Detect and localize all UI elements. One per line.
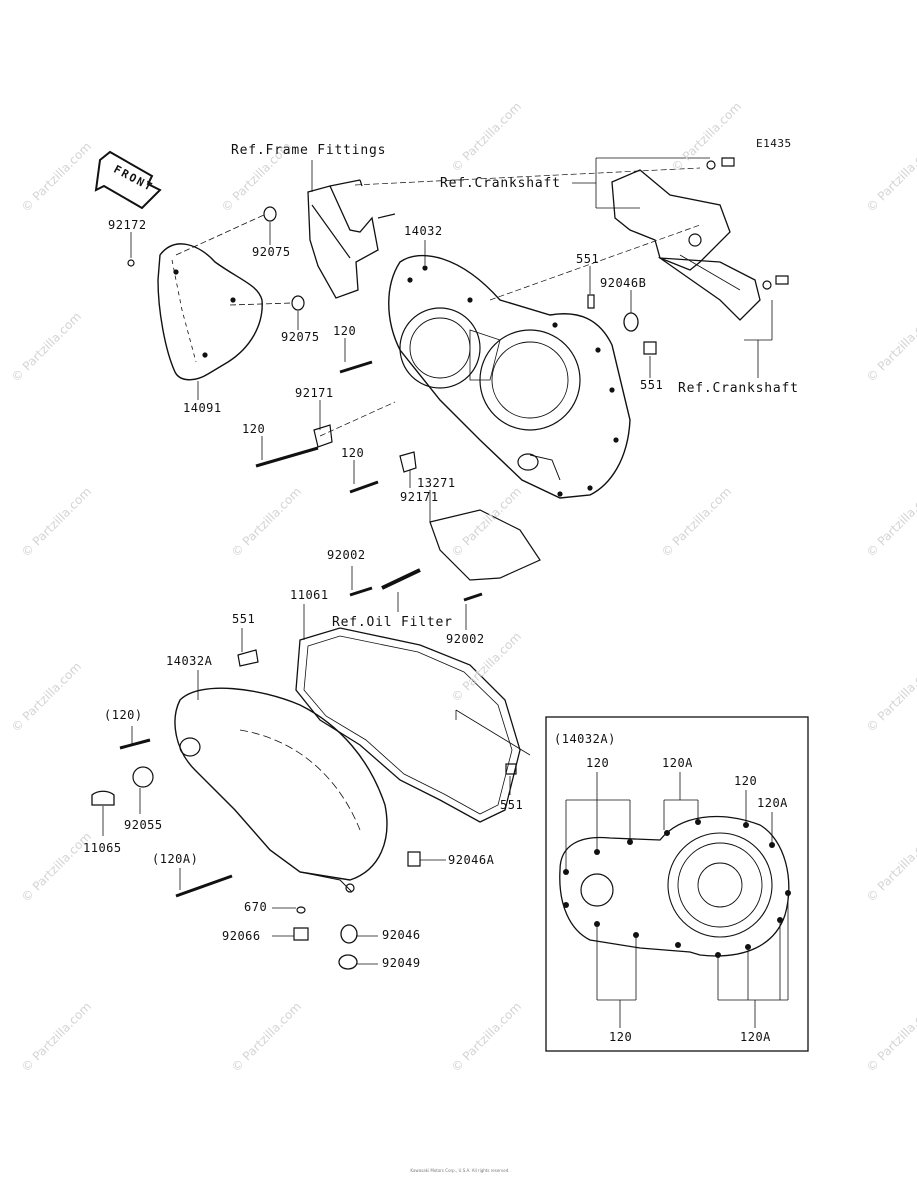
part-label: 551 [640,378,664,392]
part-label: 92171 [400,490,439,504]
diagram-code: E1435 [756,137,792,150]
part-label: 92046A [448,853,495,867]
inset-title: (14032A) [554,732,616,746]
inset-detail [545,716,809,1052]
cover-14032A [174,687,388,893]
part-label: 92171 [295,386,334,400]
ref-frame-fittings: Ref.Frame Fittings [231,143,387,158]
part-label: (120) [104,708,143,722]
leader-lines [102,157,773,965]
ref-crankshaft-right: Ref.Crankshaft [678,381,799,396]
part-label: 92002 [327,548,366,562]
part-label: 14091 [183,401,222,415]
part-label: 120 [341,446,365,460]
gasket-11061 [295,627,521,823]
bolts-120 [255,360,417,494]
part-label: 92075 [252,245,291,259]
part-label: 92049 [382,956,421,970]
part-label: 92046 [382,928,421,942]
inset-label: 120A [757,796,788,810]
part-label: 11061 [290,588,329,602]
part-label: 92002 [446,632,485,646]
housing-14032 [388,254,631,499]
part-label: 551 [232,612,256,626]
inset-label: 120A [740,1030,771,1044]
part-label: 92066 [222,929,261,943]
inset-label: 120 [609,1030,633,1044]
cover-14091 [127,243,263,381]
front-arrow-icon [94,150,162,210]
part-label: 120 [333,324,357,338]
part-label: 11065 [83,841,122,855]
part-label: 92046B [600,276,647,290]
copyright-footer: Kawasaki Motors Corp., U.S.A. All rights… [410,1168,510,1173]
ref-crankshaft-top: Ref.Crankshaft [440,176,561,191]
frame-bracket [175,179,396,311]
dowels-right [587,294,657,355]
bolts-92002 [349,568,483,602]
part-label: 92075 [281,330,320,344]
part-label: 120 [242,422,266,436]
part-label: 13271 [417,476,456,490]
part-label: 14032 [404,224,443,238]
part-label: 551 [576,252,600,266]
plate-13271 [429,509,541,581]
crankshaft-parts [354,157,789,321]
part-label: 92055 [124,818,163,832]
part-label: 670 [244,900,268,914]
part-label: 551 [500,798,524,812]
part-label: (120A) [152,852,199,866]
inset-label: 120 [586,756,610,770]
small-parts [91,649,517,970]
ref-oil-filter: Ref.Oil Filter [332,615,453,630]
inset-label: 120 [734,774,758,788]
part-label: 14032A [166,654,213,668]
inset-label: 120A [662,756,693,770]
part-label: 92172 [108,218,147,232]
